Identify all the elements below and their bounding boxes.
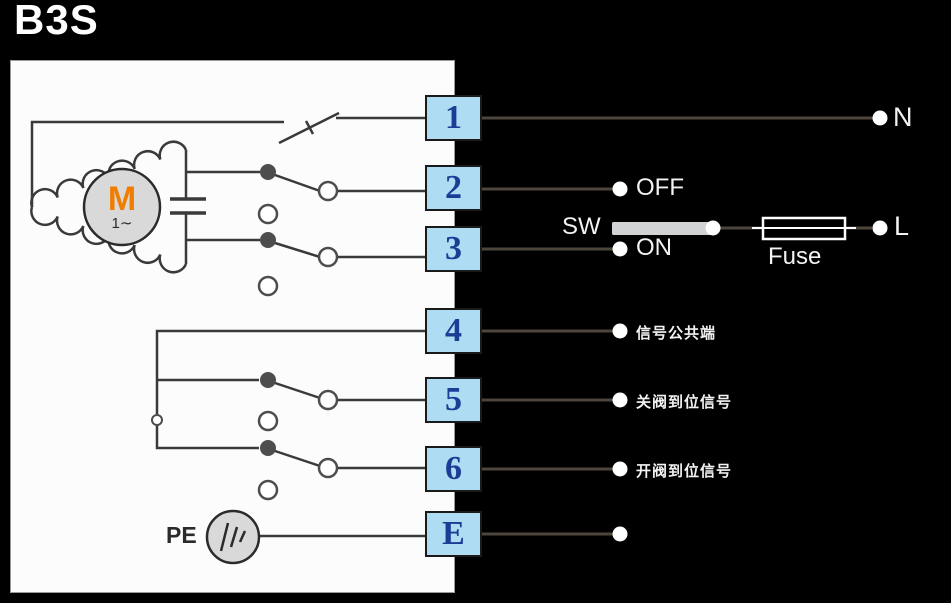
pe-label: PE xyxy=(166,522,197,548)
close-signal-label: 关阀到位信号 xyxy=(636,394,733,411)
motor-phase-label: 1∼ xyxy=(111,215,133,232)
line-label: L xyxy=(894,211,910,241)
diagram-title: B3S xyxy=(14,0,99,43)
terminal-2: 2 xyxy=(425,165,482,211)
terminal-6: 6 xyxy=(425,446,482,492)
fuse-label: Fuse xyxy=(768,243,822,270)
terminal-4: 4 xyxy=(425,308,482,354)
signal-common-label: 信号公共端 xyxy=(636,325,717,342)
on-label: ON xyxy=(636,234,672,261)
fuse-icon xyxy=(752,216,856,241)
motor-letter: M xyxy=(107,180,137,218)
terminal-1: 1 xyxy=(425,95,482,141)
off-label: OFF xyxy=(636,174,684,201)
terminal-5: 5 xyxy=(425,377,482,423)
sw-label: SW xyxy=(562,213,601,240)
terminal-e: E xyxy=(425,511,482,557)
open-signal-label: 开阀到位信号 xyxy=(636,463,733,480)
actuator-panel xyxy=(10,60,455,593)
neutral-label: N xyxy=(893,102,913,132)
terminal-3: 3 xyxy=(425,226,482,272)
